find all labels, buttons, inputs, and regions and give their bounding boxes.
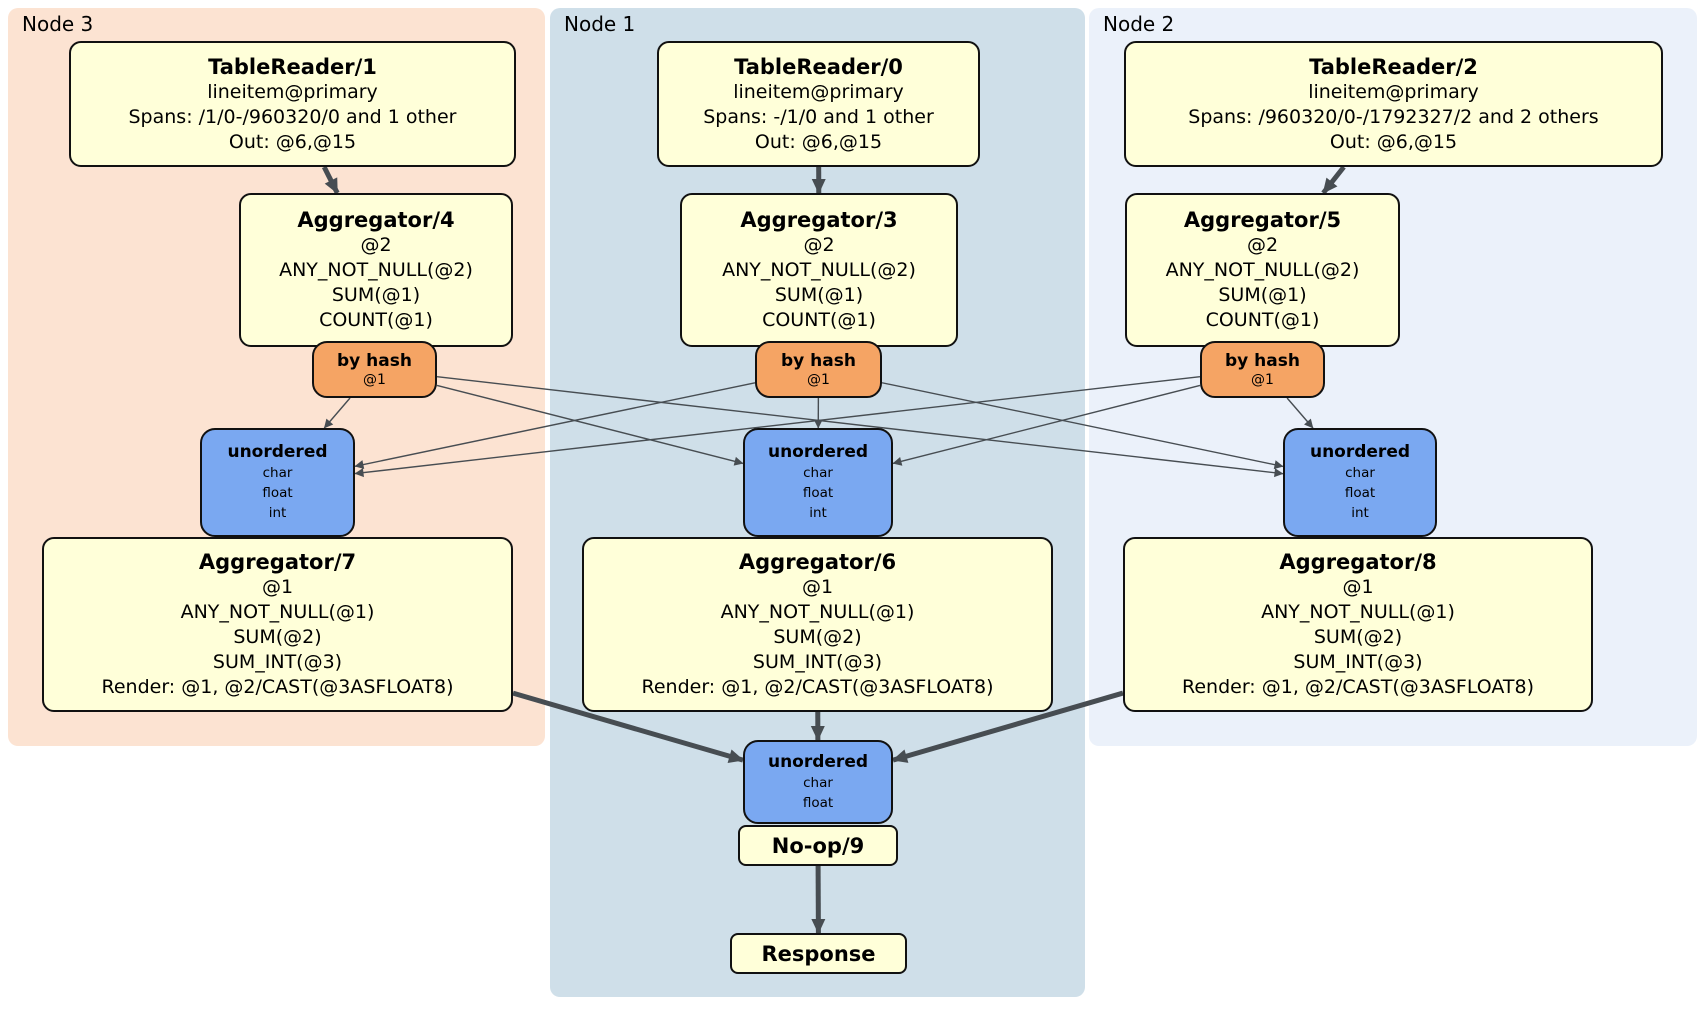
processor-tablereader-0: TableReader/0 lineitem@primary Spans: -/… — [657, 41, 980, 167]
box-line: @1 — [801, 576, 834, 598]
box-line: Out: @6,@15 — [228, 130, 357, 153]
box-line: @1 — [1342, 576, 1374, 598]
box-line: SUM(@2) — [233, 626, 322, 648]
box-line: float — [262, 485, 293, 501]
box-line: lineitem@primary — [207, 80, 378, 103]
sync-title: unordered — [767, 751, 869, 772]
processor-aggregator-5: Aggregator/5 @2 ANY_NOT_NULL(@2) SUM(@1)… — [1125, 193, 1400, 347]
processor-title: TableReader/1 — [208, 54, 377, 79]
box-line: float — [802, 794, 834, 811]
box-line: ANY_NOT_NULL(@2) — [279, 259, 473, 281]
processor-title: Aggregator/6 — [738, 550, 897, 574]
box-line: Render: @1, @2/CAST(@3ASFLOAT8) — [1182, 676, 1534, 698]
sync-title: unordered — [227, 442, 328, 462]
box-line: char — [803, 465, 833, 481]
box-line: SUM(@1) — [1218, 284, 1307, 306]
processor-title: No-op/9 — [771, 833, 865, 858]
processor-title: Aggregator/3 — [740, 208, 898, 232]
processor-aggregator-3: Aggregator/3 @2 ANY_NOT_NULL(@2) SUM(@1)… — [680, 193, 958, 347]
box-line: @1 — [261, 576, 294, 598]
processor-aggregator-4: Aggregator/4 @2 ANY_NOT_NULL(@2) SUM(@1)… — [239, 193, 513, 347]
box-line: COUNT(@1) — [319, 309, 433, 331]
sync-unordered-node2: unordered char float int — [1283, 428, 1437, 537]
box-line: Render: @1, @2/CAST(@3ASFLOAT8) — [101, 676, 454, 698]
box-line: COUNT(@1) — [762, 309, 876, 331]
sync-title: unordered — [1309, 442, 1411, 462]
router-title: by hash — [781, 350, 856, 371]
processor-tablereader-1: TableReader/1 lineitem@primary Spans: /1… — [69, 41, 516, 167]
processor-aggregator-7: Aggregator/7 @1 ANY_NOT_NULL(@1) SUM(@2)… — [42, 537, 513, 712]
box-line: float — [1344, 485, 1376, 501]
router-by-hash-node2: by hash @1 — [1200, 341, 1325, 398]
response-box: Response — [730, 933, 907, 974]
box-line: @1 — [363, 371, 386, 388]
router-title: by hash — [337, 350, 412, 371]
box-line: int — [809, 505, 827, 521]
box-line: Spans: /960320/0-/1792327/2 and 2 others — [1188, 105, 1599, 128]
box-line: Out: @6,@15 — [1329, 130, 1458, 153]
processor-aggregator-6: Aggregator/6 @1 ANY_NOT_NULL(@1) SUM(@2)… — [582, 537, 1053, 712]
box-line: @2 — [1246, 234, 1279, 256]
router-title: by hash — [1225, 350, 1300, 371]
box-line: Render: @1, @2/CAST(@3ASFLOAT8) — [641, 676, 994, 698]
box-line: SUM(@1) — [774, 284, 864, 306]
box-line: SUM_INT(@3) — [1293, 651, 1423, 673]
box-line: @1 — [1251, 371, 1274, 388]
box-line: char — [262, 465, 293, 481]
box-line: int — [1351, 505, 1369, 521]
processor-title: TableReader/2 — [1309, 54, 1478, 79]
region-node3-label: Node 3 — [22, 12, 94, 36]
processor-no-op-9: No-op/9 — [738, 825, 898, 866]
box-line: COUNT(@1) — [1205, 309, 1320, 331]
box-line: SUM_INT(@3) — [752, 651, 883, 673]
box-line: int — [268, 505, 287, 521]
sync-unordered-node3: unordered char float int — [200, 428, 355, 537]
region-node2-label: Node 2 — [1103, 12, 1175, 36]
processor-title: Aggregator/8 — [1279, 550, 1437, 574]
processor-title: TableReader/0 — [734, 54, 903, 79]
box-line: Out: @6,@15 — [754, 130, 883, 153]
box-line: ANY_NOT_NULL(@2) — [722, 259, 916, 281]
box-line: float — [802, 485, 834, 501]
box-line: @2 — [803, 234, 835, 256]
box-line: ANY_NOT_NULL(@1) — [720, 601, 915, 623]
box-line: Spans: -/1/0 and 1 other — [703, 105, 934, 128]
processor-aggregator-8: Aggregator/8 @1 ANY_NOT_NULL(@1) SUM(@2)… — [1123, 537, 1593, 712]
router-by-hash-node1: by hash @1 — [755, 341, 882, 398]
box-line: lineitem@primary — [733, 80, 904, 103]
box-line: @1 — [807, 371, 830, 388]
box-line: ANY_NOT_NULL(@1) — [1261, 601, 1455, 623]
sync-unordered-final: unordered char float — [743, 740, 893, 824]
box-line: SUM(@1) — [331, 284, 421, 306]
box-line: @2 — [360, 234, 392, 256]
box-line: SUM(@2) — [773, 626, 862, 648]
processor-title: Aggregator/4 — [297, 208, 455, 232]
processor-tablereader-2: TableReader/2 lineitem@primary Spans: /9… — [1124, 41, 1663, 167]
region-node1-label: Node 1 — [564, 12, 636, 36]
box-line: SUM_INT(@3) — [212, 651, 343, 673]
sync-unordered-node1: unordered char float int — [743, 428, 893, 537]
sync-title: unordered — [767, 442, 869, 462]
box-line: char — [803, 774, 833, 791]
processor-title: Aggregator/7 — [198, 550, 357, 574]
processor-title: Response — [761, 941, 876, 966]
box-line: SUM(@2) — [1313, 626, 1403, 648]
box-line: Spans: /1/0-/960320/0 and 1 other — [128, 105, 457, 128]
router-by-hash-node3: by hash @1 — [312, 341, 437, 398]
box-line: lineitem@primary — [1308, 80, 1479, 103]
box-line: ANY_NOT_NULL(@2) — [1165, 259, 1360, 281]
box-line: ANY_NOT_NULL(@1) — [180, 601, 375, 623]
processor-title: Aggregator/5 — [1183, 208, 1342, 232]
box-line: char — [1345, 465, 1375, 481]
